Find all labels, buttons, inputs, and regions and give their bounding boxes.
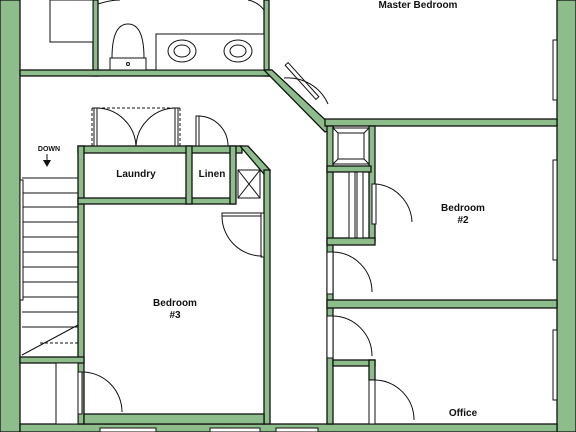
master-bedroom-door[interactable] xyxy=(283,61,329,105)
wall-linen-right xyxy=(229,145,237,205)
laundry-label: Laundry xyxy=(116,169,156,180)
wall-bedroom3-right xyxy=(263,169,271,425)
wall-top-closet-right xyxy=(92,0,99,77)
stair-direction-label: DOWN xyxy=(38,146,60,153)
wall-stair-closet-top xyxy=(19,356,85,364)
bedroom3-door[interactable] xyxy=(221,212,265,258)
bedroom2-label-line1: Bedroom xyxy=(441,203,485,214)
bedroom2-closet-door[interactable] xyxy=(348,171,364,239)
windows xyxy=(19,39,558,432)
wall-laundry-bottom xyxy=(77,197,236,205)
toilet-flush-dot xyxy=(126,62,130,66)
wall-bedroom2-bottom xyxy=(326,299,558,309)
wall-closet-bottom xyxy=(326,237,376,246)
wall-laundry-left xyxy=(77,145,85,425)
shower-stall xyxy=(332,127,370,165)
sink-right-basin xyxy=(229,44,247,58)
wall-bedroom3-bottom xyxy=(83,413,265,425)
linen-door[interactable] xyxy=(195,115,229,147)
linen-label: Linen xyxy=(199,169,226,180)
bedroom2-label-line2: #2 xyxy=(457,215,469,226)
wall-laundry-top xyxy=(77,145,243,154)
bath-door-swing-right xyxy=(247,0,265,11)
doors[interactable] xyxy=(19,39,558,432)
outer-wall-left xyxy=(0,0,21,432)
bedroom3-label-line1: Bedroom xyxy=(153,298,197,309)
bedroom3-label-line2: #3 xyxy=(169,310,181,321)
wall-top-bath-right xyxy=(263,0,270,77)
master-bedroom-label: Master Bedroom xyxy=(379,0,458,11)
wall-master-bottom xyxy=(324,118,558,127)
wall-hall-top xyxy=(19,69,273,77)
chase xyxy=(237,169,261,199)
office-closet-door[interactable] xyxy=(368,379,415,425)
bath-door-swing-left xyxy=(97,0,121,5)
bedroom2-door[interactable] xyxy=(371,183,413,225)
closet-shelf xyxy=(49,0,94,43)
outer-wall-right xyxy=(556,0,576,432)
shower-drain xyxy=(337,132,365,160)
office-door[interactable] xyxy=(326,315,373,359)
chase-cross-b xyxy=(237,169,261,199)
staircase[interactable]: DOWN xyxy=(21,146,79,356)
wall-closet-top xyxy=(326,165,372,173)
room-labels: Master Bedroom Laundry Linen Bedroom #2 … xyxy=(116,0,485,419)
stair-arrowhead-icon xyxy=(43,160,51,167)
hall-closet-door-upper[interactable] xyxy=(326,251,373,295)
stair-closet-jamb xyxy=(55,362,79,425)
office-label: Office xyxy=(449,408,478,419)
sink-left-basin xyxy=(173,44,191,58)
wall-laundry-linen xyxy=(185,145,193,205)
laundry-bifold-door[interactable] xyxy=(91,107,181,147)
stair-break-line xyxy=(21,324,79,356)
toilet-bowl xyxy=(111,23,145,59)
bath-fixtures xyxy=(49,0,265,71)
wall-office-left xyxy=(368,359,376,381)
